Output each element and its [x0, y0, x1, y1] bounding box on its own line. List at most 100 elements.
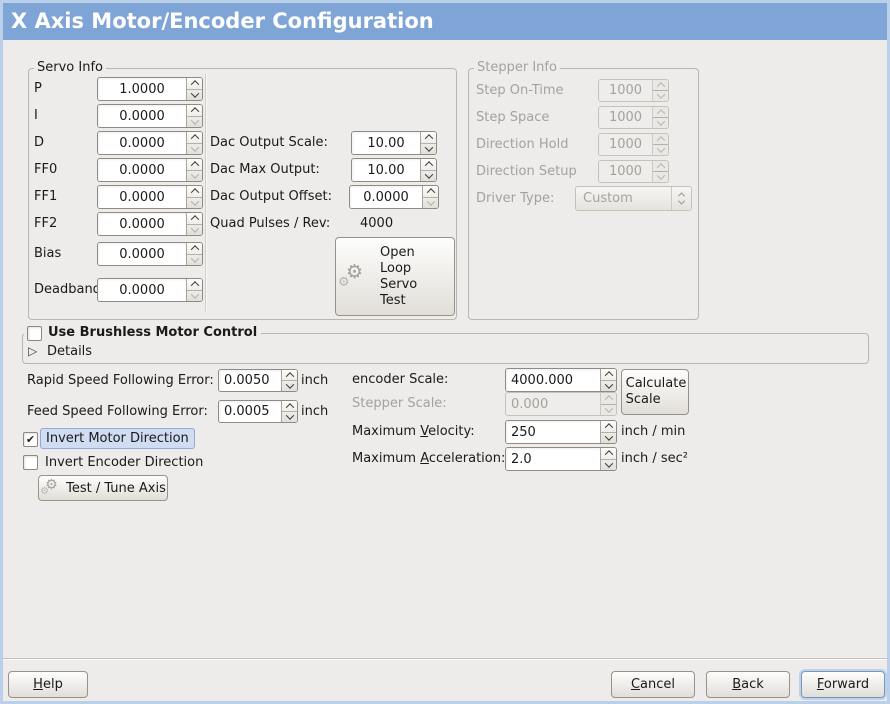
spin-down-icon[interactable]	[187, 116, 202, 128]
spin-up-icon	[653, 134, 668, 145]
spin-up-icon[interactable]	[282, 401, 297, 412]
bias-input[interactable]: 0.0000	[97, 242, 203, 266]
encoder-scale-input[interactable]: 4000.000	[505, 368, 617, 392]
deadband-value[interactable]: 0.0000	[98, 279, 186, 301]
dac-output-offset-value[interactable]: 0.0000	[350, 186, 422, 208]
maximum-acceleration-label: Maximum Acceleration:	[352, 451, 506, 466]
spin-down-icon[interactable]	[187, 197, 202, 209]
spin-down-icon[interactable]	[187, 290, 202, 302]
ff2-value[interactable]: 0.0000	[98, 213, 186, 235]
ff2-input[interactable]: 0.0000	[97, 212, 203, 236]
spin-up-icon[interactable]	[421, 132, 436, 144]
spin-down-icon[interactable]	[187, 254, 202, 266]
invert-motor-checkbox[interactable]: ✔	[23, 432, 38, 447]
cancel-label: Cancel	[630, 677, 676, 692]
spin-down-icon[interactable]	[601, 432, 616, 444]
direction-hold-label: Direction Hold	[476, 137, 569, 152]
p-value[interactable]: 1.0000	[98, 78, 186, 100]
spin-down-icon[interactable]	[601, 459, 616, 471]
spin-up-icon[interactable]	[423, 186, 438, 198]
direction-setup-input: 1000	[598, 160, 669, 183]
use-brushless-checkbox[interactable]	[27, 326, 42, 341]
maximum-acceleration-input[interactable]: 2.0	[505, 447, 617, 471]
p-label: P	[34, 81, 42, 96]
invert-encoder-label[interactable]: Invert Encoder Direction	[45, 455, 204, 470]
cancel-button[interactable]: Cancel	[611, 671, 695, 698]
dac-output-scale-value[interactable]: 10.00	[352, 132, 420, 154]
combo-arrows-icon	[671, 187, 691, 210]
feed-following-error-value[interactable]: 0.0005	[219, 401, 281, 422]
bias-value[interactable]: 0.0000	[98, 243, 186, 265]
spin-up-icon[interactable]	[187, 186, 202, 198]
spin-down-icon[interactable]	[282, 411, 297, 422]
i-input[interactable]: 0.0000	[97, 104, 203, 128]
ff1-value[interactable]: 0.0000	[98, 186, 186, 208]
d-value[interactable]: 0.0000	[98, 132, 186, 154]
spin-up-icon[interactable]	[187, 159, 202, 171]
maximum-velocity-value[interactable]: 250	[506, 421, 600, 443]
maximum-acceleration-value[interactable]: 2.0	[506, 448, 600, 470]
maximum-velocity-input[interactable]: 250	[505, 420, 617, 444]
spin-up-icon[interactable]	[421, 159, 436, 171]
details-expander-label[interactable]: Details	[47, 344, 93, 359]
spin-up-icon[interactable]	[187, 105, 202, 117]
back-button[interactable]: Back	[706, 671, 790, 698]
spin-up-icon[interactable]	[187, 132, 202, 144]
forward-label: Forward	[816, 677, 870, 692]
ff1-input[interactable]: 0.0000	[97, 185, 203, 209]
dac-max-output-value[interactable]: 10.00	[352, 159, 420, 181]
p-input[interactable]: 1.0000	[97, 77, 203, 101]
rapid-following-error-label: Rapid Speed Following Error:	[27, 373, 214, 388]
dac-output-offset-input[interactable]: 0.0000	[349, 185, 439, 209]
invert-motor-label[interactable]: Invert Motor Direction	[40, 428, 195, 449]
spin-up-icon[interactable]	[601, 369, 616, 381]
spin-up-icon[interactable]	[601, 421, 616, 433]
spin-up-icon[interactable]	[187, 243, 202, 255]
dac-max-output-label: Dac Max Output:	[210, 162, 320, 177]
spin-down-icon[interactable]	[421, 143, 436, 155]
step-on-time-value: 1000	[599, 80, 652, 101]
forward-button[interactable]: Forward	[801, 671, 885, 698]
ff1-label: FF1	[34, 189, 58, 204]
ff2-label: FF2	[34, 216, 58, 231]
spin-up-icon	[601, 393, 616, 405]
d-input[interactable]: 0.0000	[97, 131, 203, 155]
spin-up-icon[interactable]	[601, 448, 616, 460]
calculate-scale-button[interactable]: Calculate Scale	[621, 369, 689, 415]
invert-encoder-checkbox[interactable]	[23, 455, 38, 470]
expander-arrow-icon[interactable]: ▷	[28, 344, 38, 358]
spin-down-icon[interactable]	[187, 89, 202, 101]
ff0-input[interactable]: 0.0000	[97, 158, 203, 182]
step-space-value: 1000	[599, 107, 652, 128]
feed-following-error-input[interactable]: 0.0005	[218, 400, 298, 423]
spin-up-icon[interactable]	[187, 213, 202, 225]
i-value[interactable]: 0.0000	[98, 105, 186, 127]
spin-down-icon[interactable]	[187, 170, 202, 182]
rapid-following-error-value[interactable]: 0.0050	[219, 370, 281, 391]
rapid-following-error-input[interactable]: 0.0050	[218, 369, 298, 392]
servo-info-legend: Servo Info	[34, 61, 106, 75]
ff0-value[interactable]: 0.0000	[98, 159, 186, 181]
spin-down-icon[interactable]	[282, 380, 297, 391]
deadband-input[interactable]: 0.0000	[97, 278, 203, 302]
dac-max-output-input[interactable]: 10.00	[351, 158, 437, 182]
help-button[interactable]: Help	[8, 671, 88, 698]
stepper-scale-input: 0.000	[505, 392, 617, 416]
spin-up-icon[interactable]	[187, 78, 202, 90]
spin-down-icon[interactable]	[187, 224, 202, 236]
dac-output-scale-input[interactable]: 10.00	[351, 131, 437, 155]
stepper-info-frame	[468, 68, 699, 320]
spin-down-icon[interactable]	[421, 170, 436, 182]
test-tune-axis-button[interactable]: ⚙ ⚙ Test / Tune Axis	[38, 475, 168, 501]
encoder-scale-value[interactable]: 4000.000	[506, 369, 600, 391]
spin-down-icon	[653, 90, 668, 101]
spin-down-icon[interactable]	[187, 143, 202, 155]
open-loop-servo-test-button[interactable]: ⚙ ⚙ Open Loop Servo Test	[335, 237, 455, 316]
spin-down-icon[interactable]	[601, 380, 616, 392]
spin-up-icon[interactable]	[187, 279, 202, 291]
feed-following-error-label: Feed Speed Following Error:	[27, 404, 208, 419]
spin-down-icon[interactable]	[423, 197, 438, 209]
quad-pulses-value: 4000	[360, 216, 394, 231]
spin-up-icon[interactable]	[282, 370, 297, 381]
spin-down-icon	[601, 404, 616, 416]
